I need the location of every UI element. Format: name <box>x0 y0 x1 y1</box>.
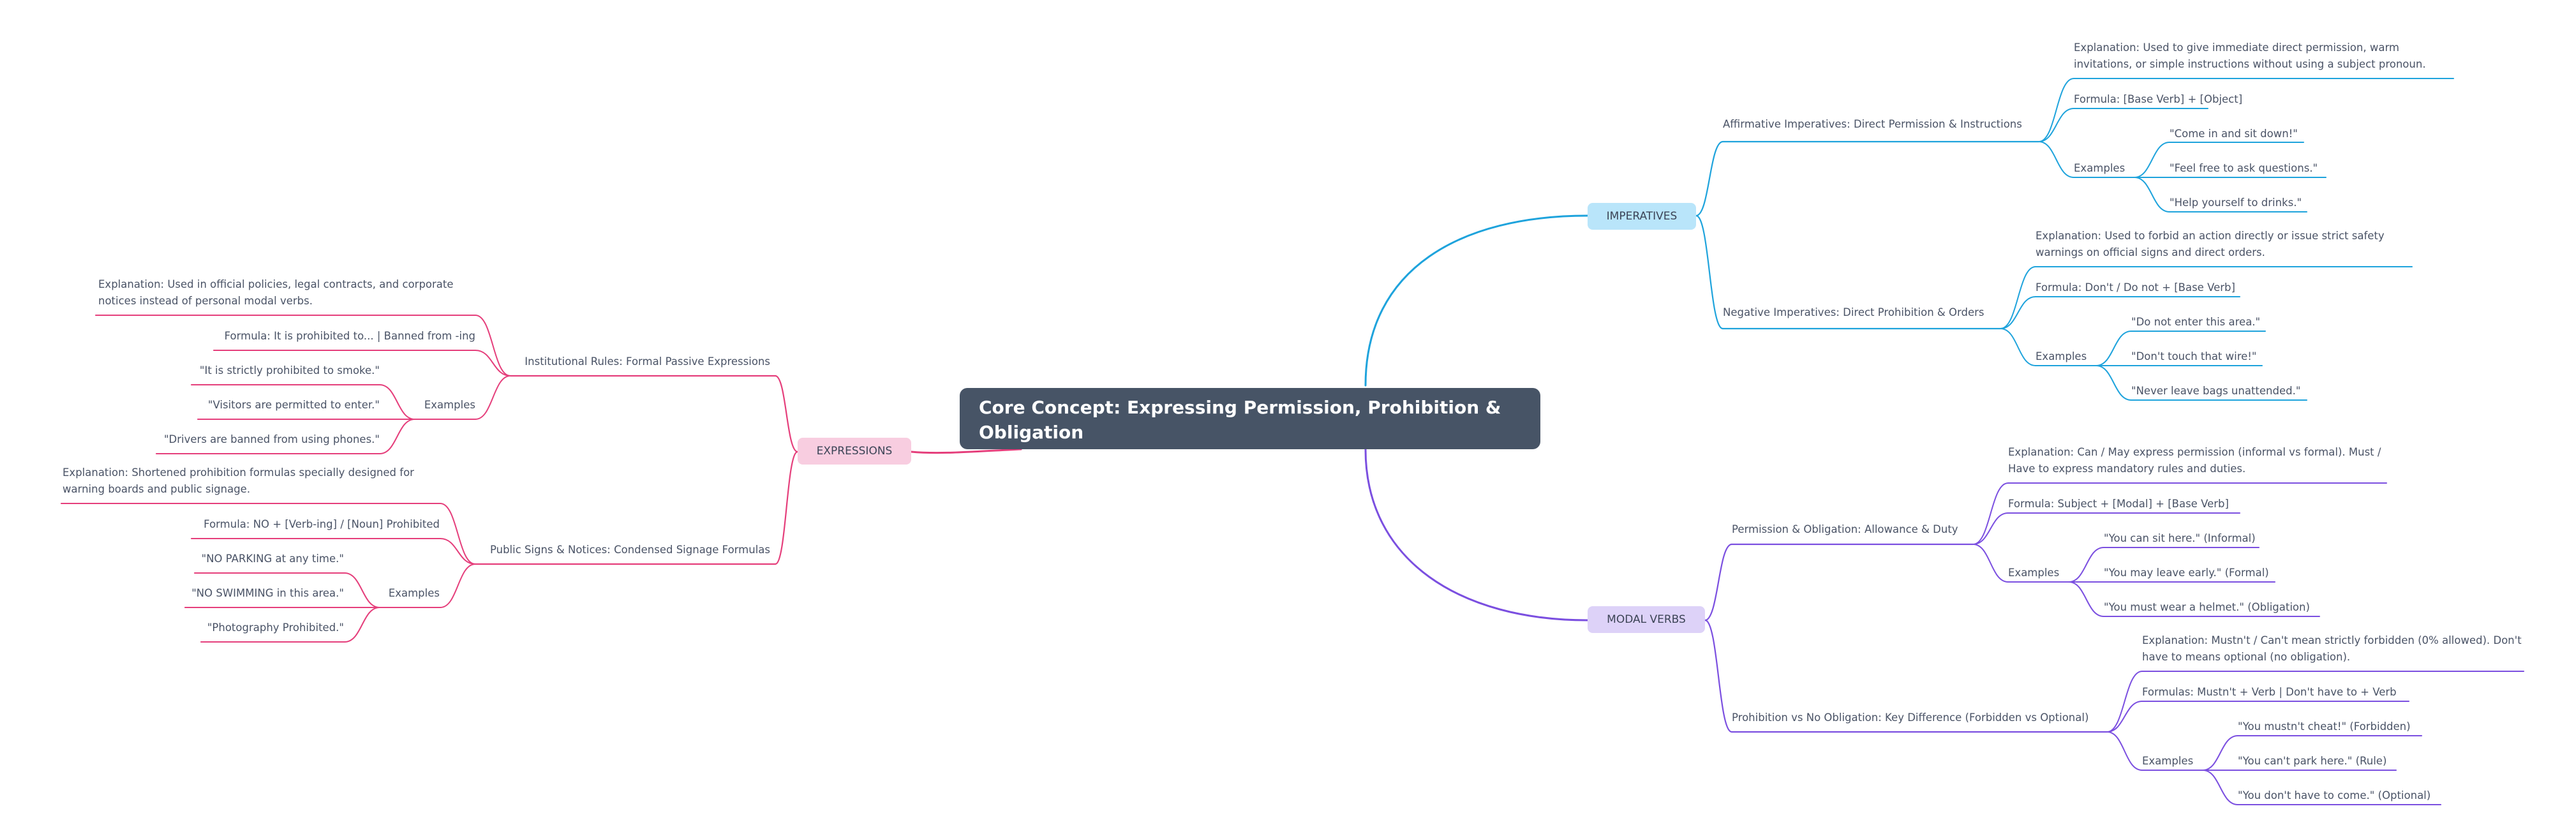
permission-example-3[interactable]: "You must wear a helmet." (Obligation) <box>2104 601 2310 613</box>
examples-to-ex3 <box>2134 177 2170 212</box>
prohibition-example-1[interactable]: "You mustn't cheat!" (Forbidden) <box>2238 720 2411 733</box>
prohibition-to-examples <box>2106 731 2143 771</box>
permission-to-explanation <box>1972 482 2009 545</box>
branch-expressions-label: EXPRESSIONS <box>816 445 893 458</box>
examples-to-ex1 <box>379 384 415 420</box>
affirmative-example-3[interactable]: "Help yourself to drinks." <box>2170 197 2302 209</box>
modal-to-prohibition <box>1704 619 1733 733</box>
affirmative-to-formula <box>2038 108 2074 142</box>
institutional-examples-node[interactable]: Examples <box>424 399 475 411</box>
negative-to-examples <box>2000 328 2036 366</box>
prohibition-examples-node[interactable]: Examples <box>2142 755 2194 767</box>
prohibition-vs-no-obligation-node[interactable]: Prohibition vs No Obligation: Key Differ… <box>1732 711 2089 724</box>
examples-to-ex3 <box>2096 365 2132 401</box>
imperatives-to-negative <box>1695 214 1724 330</box>
permission-formula[interactable]: Formula: Subject + [Modal] + [Base Verb] <box>2008 498 2229 510</box>
branch-expressions[interactable]: EXPRESSIONS <box>798 438 911 465</box>
institutional-to-explanation <box>475 315 511 376</box>
signs-example-2[interactable]: "NO SWIMMING in this area." <box>191 587 344 599</box>
institutional-formula[interactable]: Formula: It is prohibited to... | Banned… <box>224 330 475 342</box>
permission-obligation-node[interactable]: Permission & Obligation: Allowance & Dut… <box>1732 523 1958 535</box>
signs-formula[interactable]: Formula: NO + [Verb-ing] / [Noun] Prohib… <box>204 518 440 530</box>
prohibition-example-2[interactable]: "You can't park here." (Rule) <box>2238 755 2387 767</box>
institutional-explanation[interactable]: Explanation: Used in official policies, … <box>98 278 454 307</box>
negative-examples-node[interactable]: Examples <box>2036 350 2087 362</box>
affirmative-imperatives-node[interactable]: Affirmative Imperatives: Direct Permissi… <box>1723 118 2022 130</box>
signs-explanation[interactable]: Explanation: Shortened prohibition formu… <box>63 466 414 495</box>
signs-examples-node[interactable]: Examples <box>388 587 440 599</box>
institutional-example-1[interactable]: "It is strictly prohibited to smoke." <box>199 364 380 376</box>
prohibition-example-3[interactable]: "You don't have to come." (Optional) <box>2238 789 2431 801</box>
permission-explanation[interactable]: Explanation: Can / May express permissio… <box>2008 446 2381 475</box>
examples-to-ex1 <box>2068 547 2104 583</box>
public-signs-node[interactable]: Public Signs & Notices: Condensed Signag… <box>489 544 770 556</box>
affirmative-to-examples <box>2038 141 2074 178</box>
affirmative-example-2[interactable]: "Feel free to ask questions." <box>2170 162 2318 174</box>
modal-to-permission <box>1704 543 1733 622</box>
institutional-example-2[interactable]: "Visitors are permitted to enter." <box>207 399 380 411</box>
permission-examples-node[interactable]: Examples <box>2008 567 2060 579</box>
branch-modal-verbs[interactable]: MODAL VERBS <box>1588 606 1705 633</box>
branch-imperatives[interactable]: IMPERATIVES <box>1588 203 1696 230</box>
examples-to-ex3 <box>2068 581 2104 617</box>
affirmative-examples-node[interactable]: Examples <box>2074 162 2126 174</box>
examples-to-ex1 <box>344 572 380 608</box>
root-title: Core Concept: Expressing Permission, Pro… <box>979 397 1501 443</box>
institutional-rules-node[interactable]: Institutional Rules: Formal Passive Expr… <box>525 355 770 368</box>
negative-formula[interactable]: Formula: Don't / Do not + [Base Verb] <box>2036 281 2235 294</box>
negative-imperatives-node[interactable]: Negative Imperatives: Direct Prohibition… <box>1723 306 1984 318</box>
examples-to-ex1 <box>2202 735 2238 771</box>
signs-to-formula <box>440 538 476 565</box>
examples-to-ex1 <box>2134 142 2170 178</box>
permission-to-examples <box>1972 544 2009 583</box>
affirmative-example-1[interactable]: "Come in and sit down!" <box>2170 128 2298 140</box>
expressions-to-institutional <box>774 375 799 453</box>
imperatives-to-affirmative <box>1695 140 1724 217</box>
prohibition-to-explanation <box>2106 671 2143 733</box>
root-to-expressions <box>910 448 1022 454</box>
negative-to-explanation <box>2000 266 2036 329</box>
expressions-to-signs <box>774 451 799 565</box>
negative-example-1[interactable]: "Do not enter this area." <box>2131 316 2261 328</box>
institutional-example-3[interactable]: "Drivers are banned from using phones." <box>163 433 380 445</box>
negative-example-2[interactable]: "Don't touch that wire!" <box>2131 350 2257 362</box>
examples-to-ex3 <box>379 419 415 454</box>
affirmative-formula[interactable]: Formula: [Base Verb] + [Object] <box>2074 93 2243 105</box>
examples-to-ex3 <box>2202 770 2238 805</box>
examples-to-ex3 <box>344 607 380 643</box>
prohibition-to-formula <box>2106 701 2143 733</box>
root-topic[interactable]: Core Concept: Expressing Permission, Pro… <box>960 388 1540 449</box>
affirmative-to-explanation <box>2038 78 2074 142</box>
negative-explanation[interactable]: Explanation: Used to forbid an action di… <box>2036 230 2385 258</box>
prohibition-explanation[interactable]: Explanation: Mustn't / Can't mean strict… <box>2142 634 2522 663</box>
affirmative-explanation[interactable]: Explanation: Used to give immediate dire… <box>2074 41 2426 70</box>
branch-imperatives-label: IMPERATIVES <box>1606 210 1678 223</box>
permission-to-formula <box>1972 512 2009 545</box>
permission-example-1[interactable]: "You can sit here." (Informal) <box>2104 532 2256 544</box>
root-to-imperatives <box>1364 214 1589 387</box>
signs-example-1[interactable]: "NO PARKING at any time." <box>201 553 344 565</box>
signs-example-3[interactable]: "Photography Prohibited." <box>207 622 344 634</box>
signs-to-examples <box>440 563 476 608</box>
negative-example-3[interactable]: "Never leave bags unattended." <box>2131 385 2301 397</box>
signs-to-explanation <box>440 503 476 565</box>
institutional-to-formula <box>475 350 511 376</box>
institutional-to-examples <box>475 375 511 420</box>
prohibition-formula[interactable]: Formulas: Mustn't + Verb | Don't have to… <box>2142 686 2397 698</box>
examples-to-ex1 <box>2096 331 2132 366</box>
branch-modal-verbs-label: MODAL VERBS <box>1607 613 1686 626</box>
root-to-modal <box>1364 448 1589 622</box>
negative-to-formula <box>2000 296 2036 329</box>
permission-example-2[interactable]: "You may leave early." (Formal) <box>2104 567 2269 579</box>
